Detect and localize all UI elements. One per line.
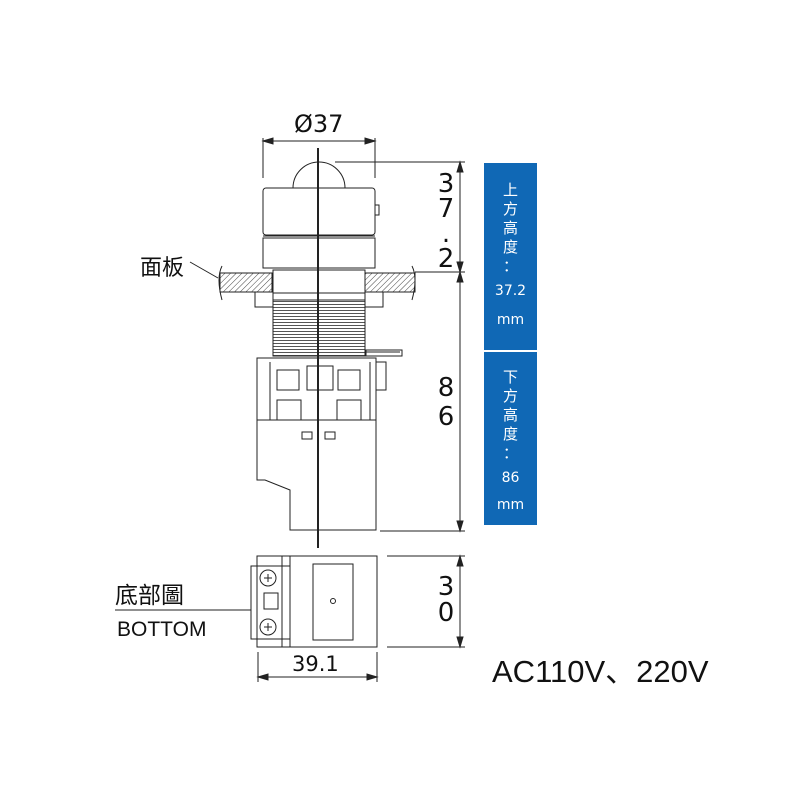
panel-hatch-right [364, 272, 416, 293]
top-height-char: 7 [437, 194, 455, 224]
box-unit: mm [496, 312, 525, 328]
height-dimension-lines [335, 160, 465, 533]
lower-height-box: 下 方 高 度 ： 86 mm [484, 352, 537, 525]
panel-label: 面板 [140, 256, 185, 281]
box-unit: mm [496, 497, 525, 513]
bottom-view [115, 554, 465, 682]
panel-hatch-left [219, 272, 273, 293]
bottom-view-label-en: BOTTOM [117, 618, 207, 641]
bottom-view-height-char: 0 [437, 598, 455, 628]
box-char: 度 [502, 425, 518, 443]
box-char: 方 [502, 200, 518, 218]
box-char: 高 [502, 406, 518, 424]
top-height-char: . [441, 219, 451, 249]
box-char: 上 [502, 181, 518, 199]
voltage-label: AC110V、220V [492, 654, 709, 689]
diameter-dimension-line [261, 137, 377, 178]
contact-block [256, 357, 377, 421]
bottom-view-height-char: 3 [437, 572, 455, 602]
top-height-char: 3 [437, 169, 455, 199]
bottom-view-label-zh: 底部圖 [115, 583, 184, 609]
bottom-height-char: 6 [437, 402, 455, 432]
upper-height-box: 上 方 高 度 ： 37.2 mm [484, 163, 537, 350]
box-char: 度 [502, 238, 518, 256]
box-char: 方 [502, 387, 518, 405]
box-char: ： [502, 444, 518, 462]
box-char: 下 [502, 368, 518, 386]
bottom-view-width: 39.1 [292, 652, 339, 676]
bottom-height-char: 8 [437, 373, 455, 403]
box-char: ： [502, 257, 518, 275]
diameter-label: Ø37 [294, 110, 344, 138]
lower-body [256, 419, 377, 531]
top-height-char: 2 [437, 244, 455, 274]
box-char: 高 [502, 219, 518, 237]
box-value: 37.2 [494, 283, 527, 299]
box-value: 86 [501, 470, 520, 486]
